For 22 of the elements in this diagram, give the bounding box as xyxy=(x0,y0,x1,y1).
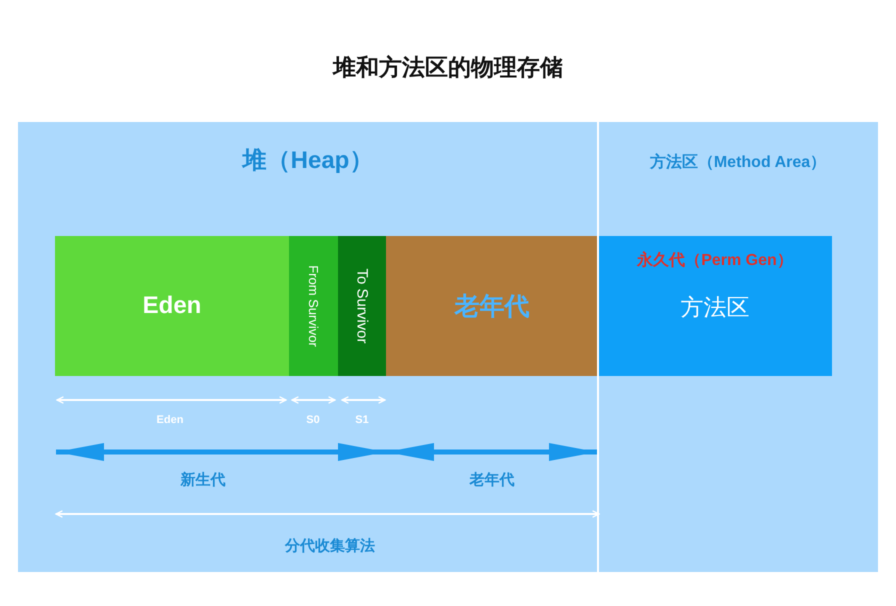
perm-gen-block xyxy=(598,236,832,376)
diagram-title: 堆和方法区的物理存储 xyxy=(331,53,564,82)
dimension-label: 老年代 xyxy=(470,470,514,490)
old-generation-block xyxy=(386,236,598,376)
eden-block xyxy=(55,236,289,376)
block-label: From Survivor xyxy=(306,265,321,347)
block-label: Eden xyxy=(142,292,202,320)
method-area-panel xyxy=(598,122,878,572)
dimension-label: 新生代 xyxy=(180,470,226,490)
heap-panel xyxy=(18,122,598,572)
dimension-label: S0 xyxy=(306,414,320,426)
dimension-label: S1 xyxy=(355,414,369,426)
block-label: 方法区 xyxy=(680,293,750,322)
panel-heading: 堆（Heap） xyxy=(240,146,374,176)
block-label: To Survivor xyxy=(354,268,370,344)
panel-heading: 方法区（Method Area） xyxy=(648,152,828,173)
from-survivor-block xyxy=(289,236,338,376)
dimension-label: Eden xyxy=(156,414,184,426)
to-survivor-block xyxy=(338,236,386,376)
dimension-label: 分代收集算法 xyxy=(285,536,375,556)
block-heading: 永久代（Perm Gen） xyxy=(636,250,794,271)
block-label: 老年代 xyxy=(453,292,530,322)
